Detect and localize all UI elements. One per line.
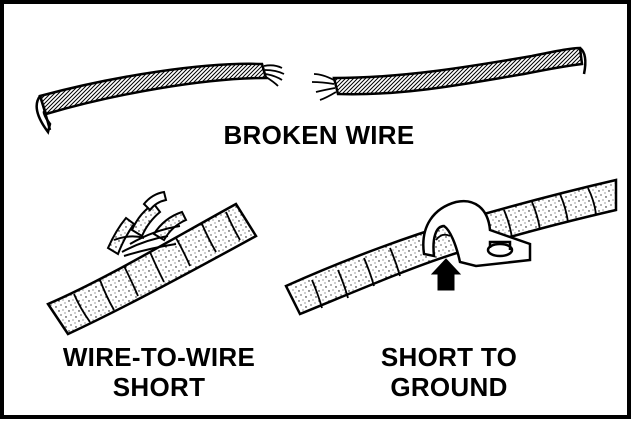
broken-wire-label: BROKEN WIRE <box>154 120 484 150</box>
short-to-ground-label-line1: SHORT TO <box>349 342 549 372</box>
short-to-ground-label-line2: GROUND <box>349 372 549 402</box>
ground-fault-arrow-icon <box>432 259 460 290</box>
frayed-strands-right <box>312 74 336 100</box>
short-to-ground-label: SHORT TO GROUND <box>349 342 549 402</box>
short-to-ground-cable <box>286 180 616 314</box>
wire-to-wire-label-line1: WIRE-TO-WIRE <box>34 342 284 372</box>
wire-to-wire-label-line2: SHORT <box>34 372 284 402</box>
broken-wire-right-piece <box>334 48 585 94</box>
wire-to-wire-short-cable <box>48 204 256 334</box>
wire-to-wire-short-label: WIRE-TO-WIRE SHORT <box>34 342 284 402</box>
frayed-strands-left <box>264 65 284 86</box>
